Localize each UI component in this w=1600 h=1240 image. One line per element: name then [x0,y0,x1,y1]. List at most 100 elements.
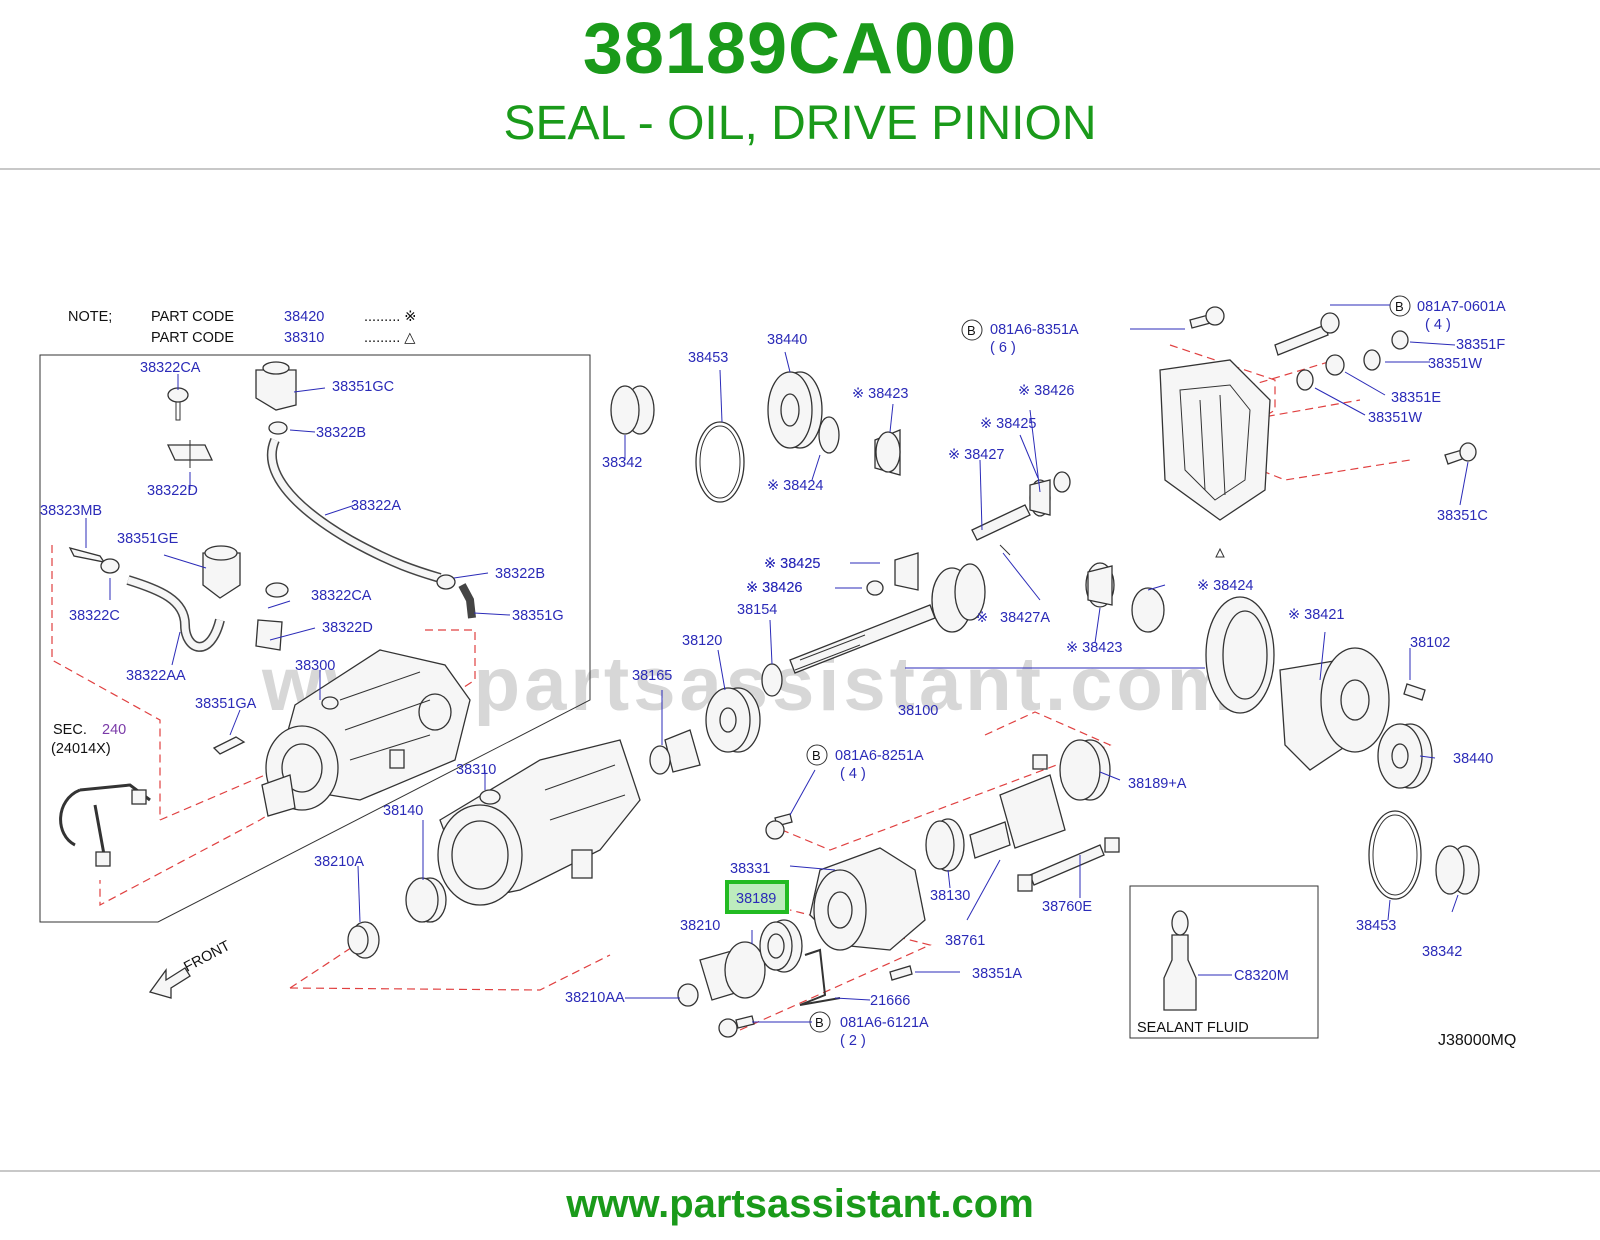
differential-case-38421 [1279,647,1390,771]
washer-38426 [1053,471,1071,493]
clip-38322ca [265,582,289,598]
callout-label[interactable]: 38342 [602,455,642,471]
callout-label[interactable]: 081A6-8351A [990,322,1079,338]
companion-flange-38210 [699,941,766,1001]
callout-label[interactable]: 38322CA [311,588,372,604]
callout-label[interactable]: 38351G [512,608,564,624]
callout-label[interactable]: 38351C [1437,508,1488,524]
callout-label[interactable]: ※ 38425 [980,416,1037,432]
callout-label[interactable]: ※ 38425 [764,556,821,572]
bolt-ref-b-icon: B [806,744,828,766]
callout-label[interactable]: ( 4 ) [1425,317,1451,333]
highlighted-part-label[interactable]: 38189 [736,891,776,907]
callout-label[interactable]: 38453 [688,350,728,366]
sealant-caption: SEALANT FLUID [1137,1020,1249,1036]
washer-38424-right [1131,587,1165,633]
callout-label[interactable]: 38453 [1356,918,1396,934]
callout-label[interactable]: 38165 [632,668,672,684]
callout-label[interactable]: ※ 38426 [1018,383,1075,399]
footer-divider [0,1170,1600,1172]
damper-38761 [969,754,1066,859]
callout-label[interactable]: ※ 38424 [767,478,824,494]
callout-label[interactable]: 38351A [972,966,1022,982]
callout-label[interactable]: 38322CA [140,360,201,376]
callout-label[interactable]: ※ 38424 [1197,578,1254,594]
callout-label[interactable]: ( 2 ) [840,1033,866,1049]
callout-label[interactable]: 38351GA [195,696,257,712]
gear-38423-top [874,429,901,476]
callout-label[interactable]: 38351E [1391,390,1441,406]
callout-label[interactable]: 38210A [314,854,364,870]
callout-label[interactable]: 38351GC [332,379,394,395]
sec-number: 240 [102,722,126,738]
callout-label[interactable]: 081A7-0601A [1417,299,1506,315]
callout-label[interactable]: ※ 38427 [948,447,1005,463]
callout-label[interactable]: ※ 38423 [1066,640,1123,656]
callout-label[interactable]: 38351W [1428,356,1482,372]
washer-38424-top [818,416,840,454]
callout-label[interactable]: 38322A [351,498,401,514]
callout-label[interactable]: 38440 [767,332,807,348]
callout-label[interactable]: 38102 [1410,635,1450,651]
callout-label[interactable]: 38761 [945,933,985,949]
plug-38351f [1391,330,1409,350]
gear-38425-lower [894,552,919,591]
callout-label[interactable]: 38351F [1456,337,1505,353]
bolt-081a7-0601a [1274,324,1329,356]
callout-label[interactable]: ※ 38423 [852,386,909,402]
callout-label[interactable]: 38210AA [565,990,625,1006]
oil-seal-38189-highlighted [759,919,803,973]
callout-label[interactable]: ※ 38426 [746,580,803,596]
callout-label[interactable]: ( 4 ) [840,766,866,782]
bearing-38120 [705,687,761,753]
bolt-ref-b-icon: B [809,1011,831,1033]
callout-label[interactable]: 38322D [147,483,198,499]
extension-housing-38331 [809,847,926,951]
callout-label[interactable]: ※ 38426 [746,580,803,596]
guide-line [289,954,611,991]
callout-label[interactable]: 38130 [930,888,970,904]
svg-text:B: B [812,748,821,763]
callout-label[interactable]: 38322AA [126,668,186,684]
bolt-ref-b-icon: B [961,319,983,341]
callout-label[interactable]: ※ [976,610,988,626]
callout-label[interactable]: 081A6-8251A [835,748,924,764]
page-header: 38189CA000 SEAL - OIL, DRIVE PINION [0,0,1600,170]
connector-38351g [458,583,476,619]
part-number-title: 38189CA000 [582,9,1018,89]
callout-label[interactable]: 38760E [1042,899,1092,915]
callout-label[interactable]: 38322B [316,425,366,441]
callout-label[interactable]: 38100 [898,703,938,719]
callout-label[interactable]: 38140 [383,803,423,819]
callout-label[interactable]: 38310 [456,762,496,778]
differential-carrier-38310 [437,739,641,906]
clip-38322ca-top [167,387,189,421]
callout-label[interactable]: 38189+A [1128,776,1187,792]
clamp-38322b-top [268,421,288,435]
diagram-id: J38000MQ [1438,1032,1516,1049]
callout-label[interactable]: 38440 [1453,751,1493,767]
callout-label[interactable]: 081A6-6121A [840,1015,929,1031]
callout-label[interactable]: 38322B [495,566,545,582]
pin-38427a [999,544,1011,556]
callout-label[interactable]: ※ 38425 [764,556,821,572]
callout-label[interactable]: ※ 38421 [1288,607,1345,623]
highlight-box [725,880,789,914]
callout-label[interactable]: 38323MB [40,503,102,519]
collapsible-spacer-38165 [649,729,701,775]
callout-label[interactable]: 38342 [1422,944,1462,960]
footer-url[interactable]: www.partsassistant.com [566,1182,1034,1226]
clamp-38322c [100,558,120,574]
callout-label[interactable]: 38351GE [117,531,179,547]
callout-label[interactable]: 21666 [870,993,910,1009]
callout-label[interactable]: 38351W [1368,410,1422,426]
callout-label[interactable]: 38331 [730,861,770,877]
callout-label[interactable]: 38154 [737,602,777,618]
callout-label[interactable]: 38322D [322,620,373,636]
callout-label[interactable]: 38427A [1000,610,1050,626]
callout-label[interactable]: ( 6 ) [990,340,1016,356]
callout-label[interactable]: 38322C [69,608,120,624]
callout-label[interactable]: 38120 [682,633,722,649]
callout-label[interactable]: 38210 [680,918,720,934]
callout-label[interactable]: 38300 [295,658,335,674]
